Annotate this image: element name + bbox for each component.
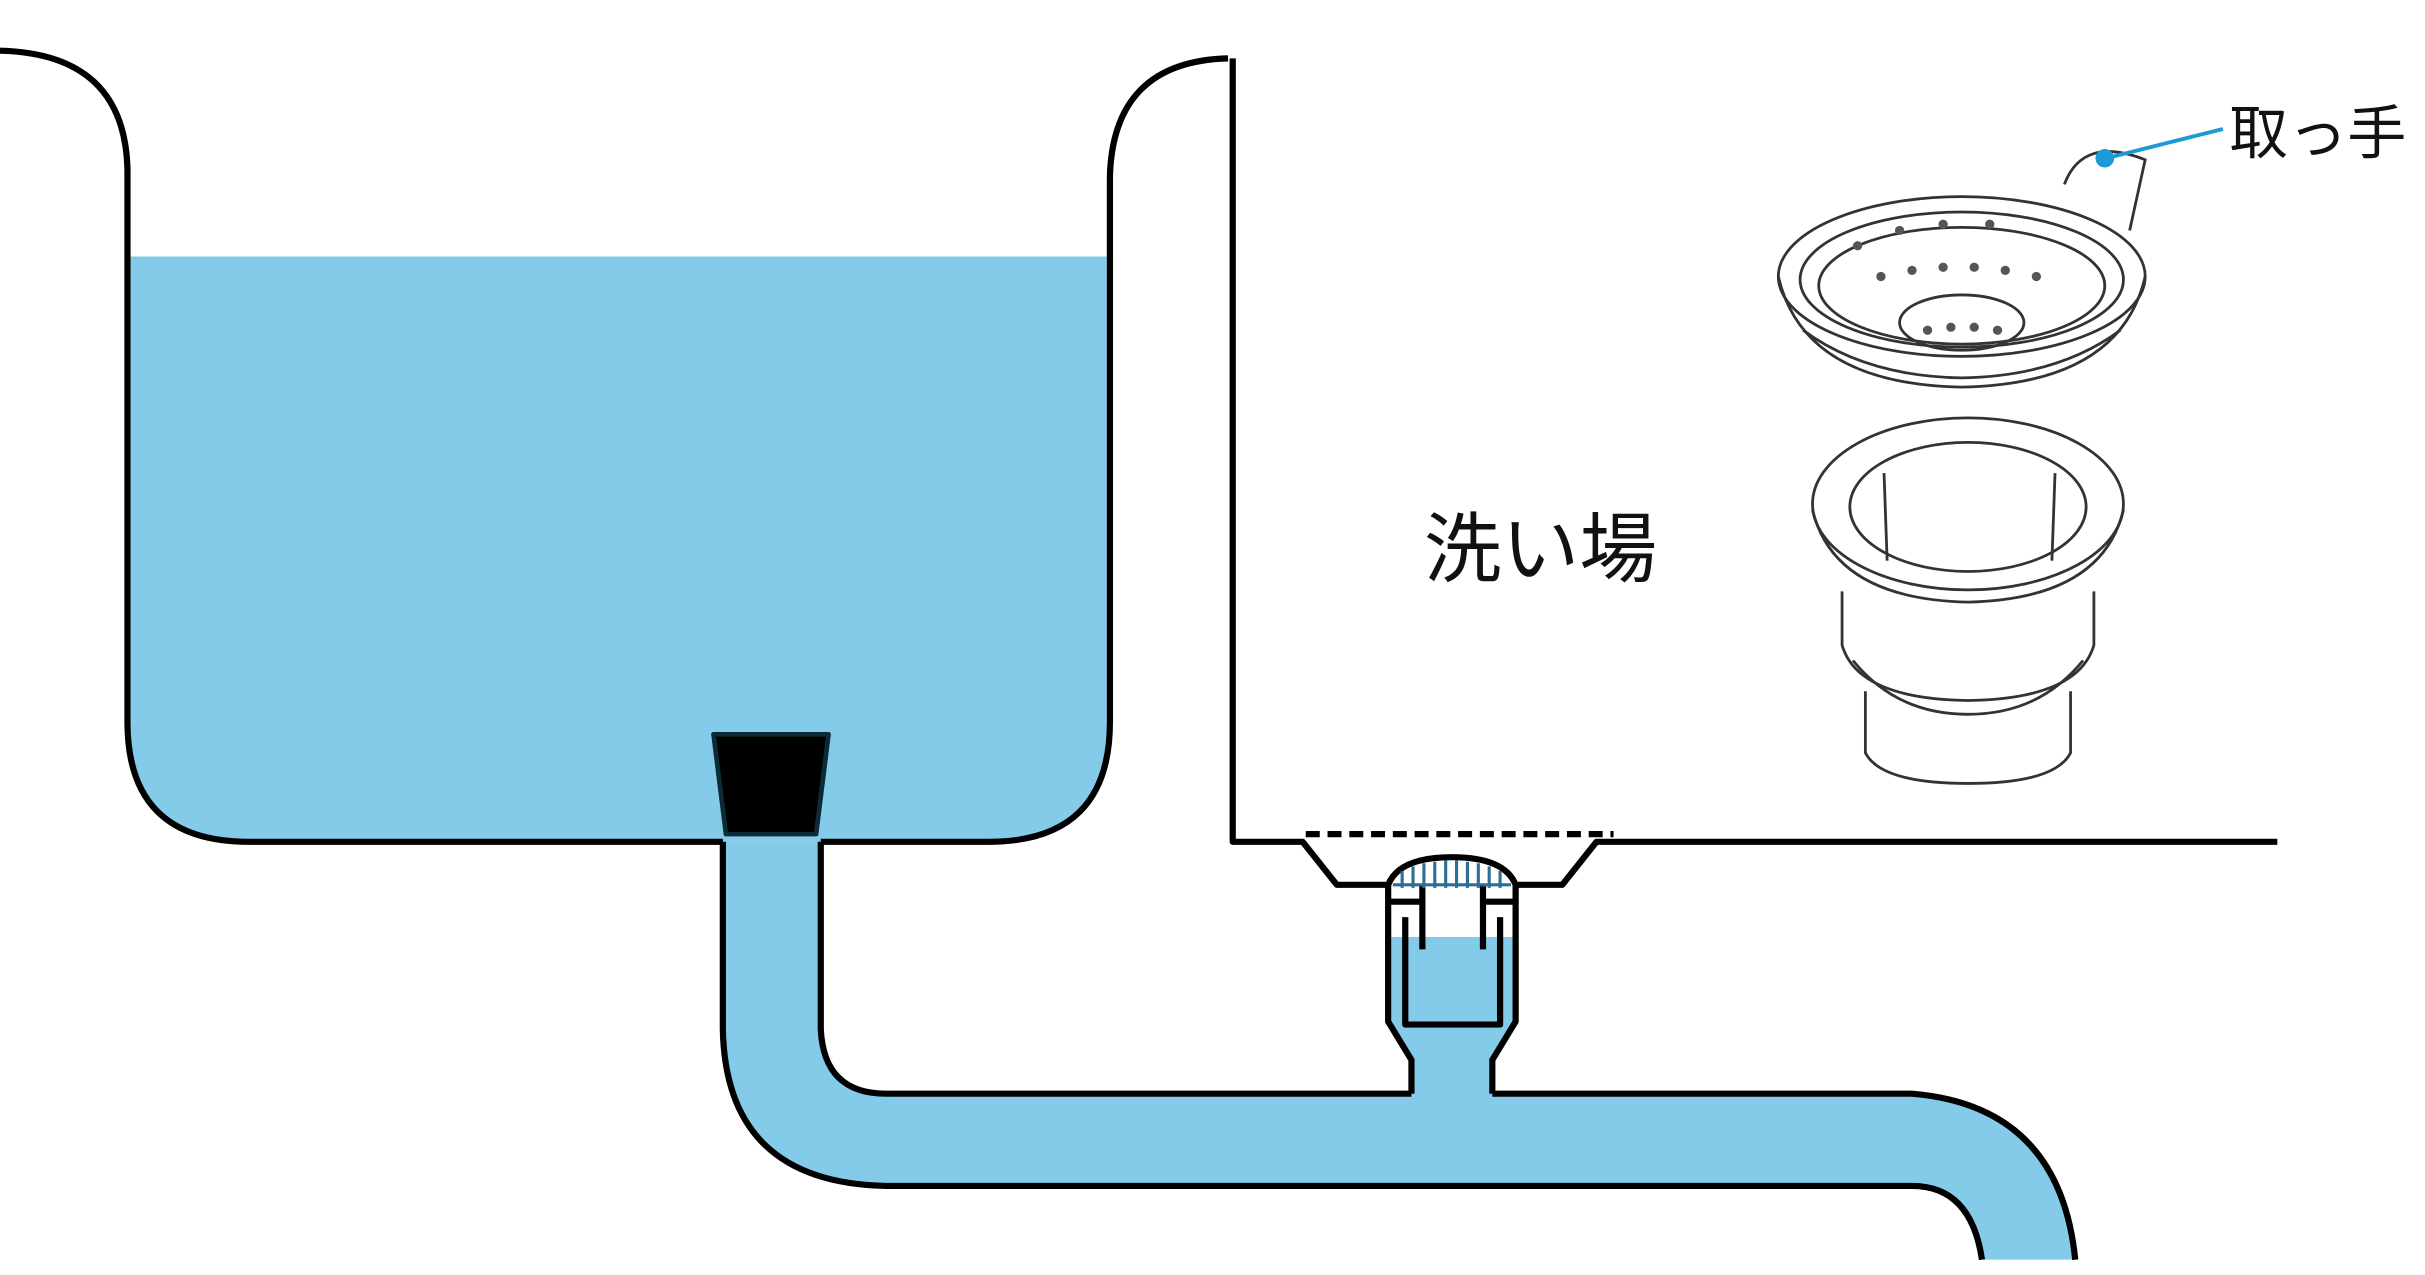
handle-callout (2095, 127, 2224, 168)
rubber-plug (711, 731, 831, 837)
trap-inner-wall-right (1479, 884, 1516, 950)
trap-mesh (1392, 860, 1511, 888)
drain-body-icon (1811, 416, 2125, 785)
handle-label: 取っ手 (2229, 99, 2406, 168)
tub-water (130, 256, 1107, 842)
pipe-water (722, 841, 2076, 1260)
strainer-basket-icon (1776, 150, 2147, 389)
washing-area-label: 洗い場 (1424, 505, 1657, 594)
trap-inner-cup (1402, 917, 1504, 1028)
drain-trap (1385, 854, 1519, 1094)
drain-pipe (719, 841, 2079, 1261)
bathtub (0, 47, 1229, 845)
wall-and-floor (1229, 58, 2278, 888)
trap-inner-wall-left (1388, 884, 1426, 950)
